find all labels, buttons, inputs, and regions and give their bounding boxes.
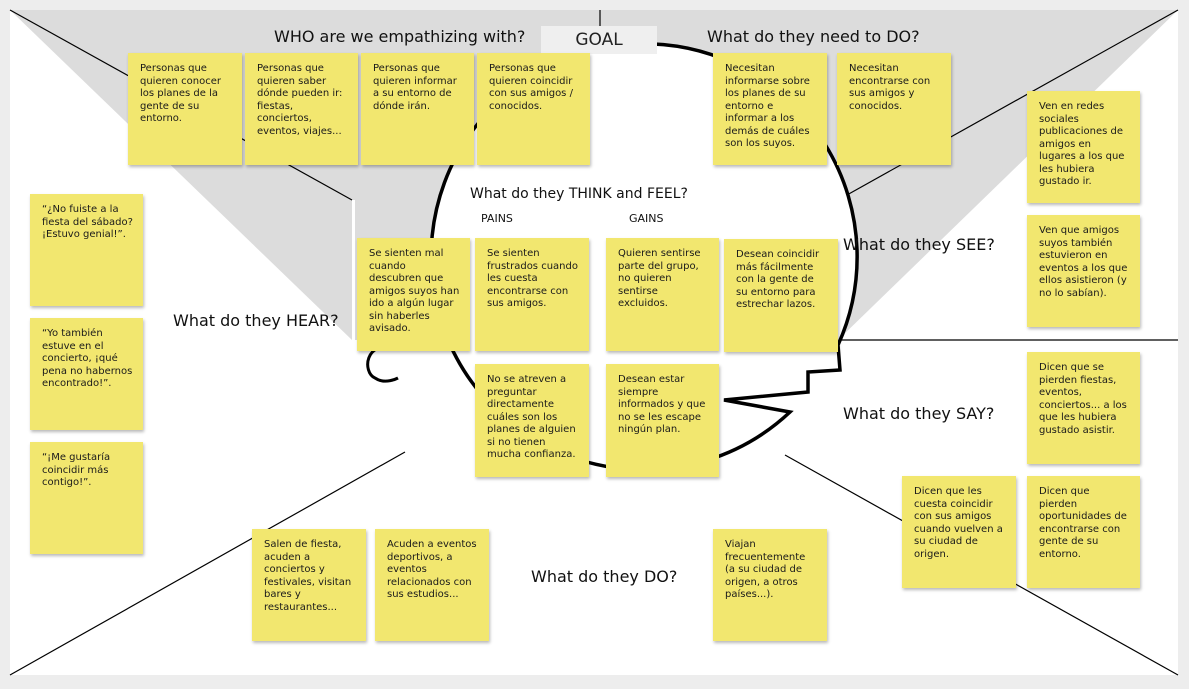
sticky-note-need-2[interactable]: Necesitan encontrarse con sus amigos y c… (837, 53, 951, 165)
sticky-note-gain-2[interactable]: Desean coincidir más fácilmente con la g… (724, 239, 838, 352)
sticky-note-do-3[interactable]: Viajan frecuentemente (a su ciudad de or… (713, 529, 827, 641)
sticky-note-see-2[interactable]: Ven que amigos suyos también estuvieron … (1027, 215, 1140, 327)
ear-icon (366, 345, 399, 383)
sticky-note-hear-3[interactable]: “¡Me gustaría coincidir más contigo!”. (30, 442, 143, 554)
sticky-note-hear-2[interactable]: “Yo también estuve en el concierto, ¡qué… (30, 318, 143, 430)
see-heading: What do they SEE? (843, 235, 995, 254)
gains-heading: GAINS (629, 212, 664, 225)
sticky-note-pain-2[interactable]: Se sienten frustrados cuando les cuesta … (475, 238, 589, 351)
who-heading: WHO are we empathizing with? (274, 27, 526, 46)
sticky-note-hear-1[interactable]: “¿No fuiste a la fiesta del sábado? ¡Est… (30, 194, 143, 306)
goal-label: GOAL (541, 26, 657, 54)
need-to-do-heading: What do they need to DO? (707, 27, 920, 46)
sticky-note-need-1[interactable]: Necesitan informarse sobre los planes de… (713, 53, 827, 165)
sticky-note-who-4[interactable]: Personas que quieren coincidir con sus a… (477, 53, 590, 165)
pains-heading: PAINS (481, 212, 513, 225)
sticky-note-do-1[interactable]: Salen de fiesta, acuden a conciertos y f… (252, 529, 366, 641)
hear-heading: What do they HEAR? (173, 311, 339, 330)
say-heading: What do they SAY? (843, 404, 995, 423)
do-heading: What do they DO? (531, 567, 678, 586)
sticky-note-pain-1[interactable]: Se sienten mal cuando descubren que amig… (357, 238, 470, 351)
sticky-note-do-2[interactable]: Acuden a eventos deportivos, a eventos r… (375, 529, 489, 641)
sticky-note-gain-1[interactable]: Quieren sentirse parte del grupo, no qui… (606, 238, 719, 351)
think-feel-heading: What do they THINK and FEEL? (470, 186, 688, 202)
sticky-note-pain-3[interactable]: No se atreven a preguntar directamente c… (475, 364, 589, 477)
sticky-note-say-2[interactable]: Dicen que les cuesta coincidir con sus a… (902, 476, 1016, 588)
sticky-note-who-3[interactable]: Personas que quieren informar a su entor… (361, 53, 474, 165)
sticky-note-gain-3[interactable]: Desean estar siempre informados y que no… (606, 364, 719, 477)
sticky-note-say-1[interactable]: Dicen que se pierden fiestas, eventos, c… (1027, 352, 1140, 464)
sticky-note-say-3[interactable]: Dicen que pierden oportunidades de encon… (1027, 476, 1140, 588)
sticky-note-who-2[interactable]: Personas que quieren saber dónde pueden … (245, 53, 358, 165)
sticky-note-see-1[interactable]: Ven en redes sociales publicaciones de a… (1027, 91, 1140, 203)
sticky-note-who-1[interactable]: Personas que quieren conocer los planes … (128, 53, 242, 165)
